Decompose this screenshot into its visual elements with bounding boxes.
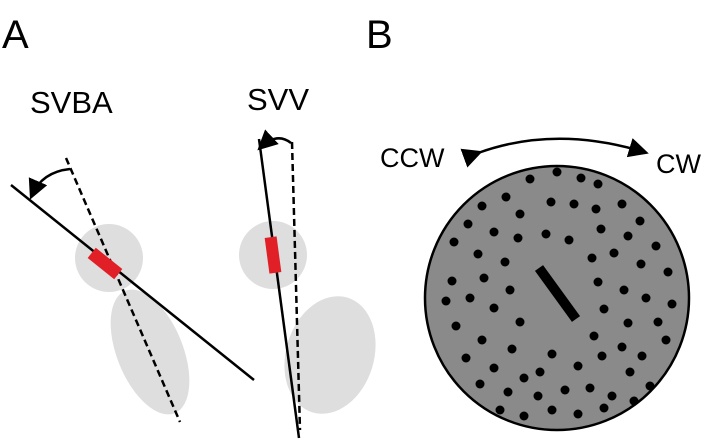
disc-dot — [525, 174, 535, 184]
disc-dot — [489, 303, 499, 313]
disc-dot — [576, 173, 586, 183]
disc-dot — [599, 403, 609, 413]
disc-dot — [609, 248, 619, 258]
svba-head — [75, 224, 143, 292]
disc-dot — [607, 391, 617, 401]
disc-dot — [489, 227, 499, 237]
disc-dot — [635, 216, 645, 226]
disc-dot — [477, 335, 487, 345]
svba-line — [10, 184, 255, 381]
center-bar — [534, 265, 581, 322]
disc-dot — [560, 385, 570, 395]
disc-dot — [541, 229, 551, 239]
disc-dot — [661, 335, 671, 345]
panel-letter-a: A — [2, 13, 29, 57]
disc-dot — [569, 199, 579, 209]
disc-dot — [617, 199, 627, 209]
disc-dot — [589, 331, 599, 341]
svba-figure — [10, 157, 255, 423]
disc-dot — [489, 363, 499, 373]
disc-dot — [597, 351, 607, 361]
disc-dot — [515, 317, 525, 327]
disc-dot — [449, 237, 459, 247]
disc-dot — [619, 285, 629, 295]
disc-dot — [636, 259, 646, 269]
svv-line — [257, 138, 301, 439]
disc-dot — [637, 351, 647, 361]
svv-figure — [239, 129, 376, 439]
disc-dot — [617, 342, 627, 352]
disc-dot — [463, 219, 473, 229]
disc-dot — [653, 317, 663, 327]
disc-dot — [535, 367, 545, 377]
disc-dot — [441, 296, 451, 306]
svv-dashed-vertical — [290, 141, 302, 431]
disc-dot — [475, 379, 485, 389]
disc-dot — [596, 224, 606, 234]
svba-dashed-vertical — [64, 157, 182, 423]
disc-dot — [515, 209, 525, 219]
disc-dot — [547, 405, 557, 415]
disc-dot — [651, 241, 661, 251]
svv-body — [284, 296, 376, 414]
disc-dot — [451, 321, 461, 331]
disc-dot — [564, 235, 574, 245]
disc-dot — [479, 273, 489, 283]
panel-letter-b: B — [366, 13, 393, 57]
disc-dot — [501, 192, 511, 202]
disc-dot — [465, 293, 475, 303]
disc-dot — [623, 231, 633, 241]
disc-dot — [507, 344, 517, 354]
disc-dot — [625, 367, 635, 377]
svba-marker — [87, 247, 123, 280]
disc-dot — [503, 387, 513, 397]
disc-dot — [473, 249, 483, 259]
disc-dot — [623, 318, 633, 328]
disc-dot — [519, 411, 529, 421]
disc-dot — [546, 197, 556, 207]
disc-dot — [513, 233, 523, 243]
rotation-direction-arrow-icon — [460, 137, 649, 168]
disc-dot — [447, 276, 457, 286]
disc-dot — [519, 373, 529, 383]
disc-dot — [667, 299, 677, 309]
disc-dot — [599, 304, 609, 314]
disc-dot — [477, 201, 487, 211]
disc-dot — [645, 381, 655, 391]
disc-dot — [587, 253, 597, 263]
disc-dot — [593, 277, 603, 287]
visual-disc — [423, 164, 691, 432]
disc-dot — [573, 361, 583, 371]
disc-dot — [629, 396, 639, 406]
disc-dot — [663, 267, 673, 277]
disc-dot — [552, 167, 562, 177]
disc-dot — [585, 383, 595, 393]
cw-label: CW — [656, 149, 701, 179]
svv-marker — [264, 236, 282, 274]
disc-dot — [461, 353, 471, 363]
disc-dot — [573, 409, 583, 419]
svv-title: SVV — [247, 82, 309, 117]
disc-dots — [441, 167, 677, 421]
disc-dot — [495, 405, 505, 415]
disc-dot — [641, 293, 651, 303]
ccw-label: CCW — [380, 143, 445, 173]
disc-dot — [533, 391, 543, 401]
disc-dot — [505, 285, 515, 295]
svba-rotation-arrow-icon — [28, 167, 71, 200]
disc-dot — [591, 204, 601, 214]
svv-rotation-arrow-icon — [257, 129, 292, 151]
svba-title: SVBA — [30, 85, 113, 120]
disc-dot — [500, 257, 510, 267]
disc-dot — [547, 349, 557, 359]
disc-dot — [593, 179, 603, 189]
